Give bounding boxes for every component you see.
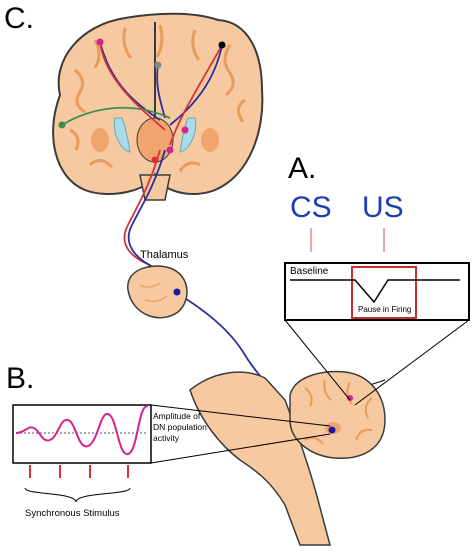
amplitude-line-2: DN population: [153, 422, 207, 432]
thalamus: [127, 265, 188, 319]
synchronous-stimulus-label: Synchronous Stimulus: [25, 508, 120, 519]
panel-b-label: B.: [6, 362, 34, 395]
neural-pathways: [61, 41, 386, 433]
stimulus-ticks: [29, 465, 129, 478]
cs-label: CS: [290, 191, 332, 224]
thalamus-label: Thalamus: [140, 249, 189, 261]
pause-label: Pause in Firing: [358, 305, 411, 314]
neuron-dots: [58, 38, 226, 164]
amplitude-line-3: activity: [153, 433, 180, 443]
brace: [24, 487, 131, 503]
panel-c-label: C.: [4, 2, 34, 35]
oscillation-box: [12, 404, 331, 464]
baseline-label: Baseline: [290, 266, 329, 277]
panel-a-label: A.: [288, 152, 316, 185]
us-label: US: [362, 191, 404, 224]
amplitude-line-1: Amplitude of: [153, 411, 201, 421]
firing-box: [284, 262, 470, 406]
brainstem-cerebellum: [189, 370, 386, 546]
